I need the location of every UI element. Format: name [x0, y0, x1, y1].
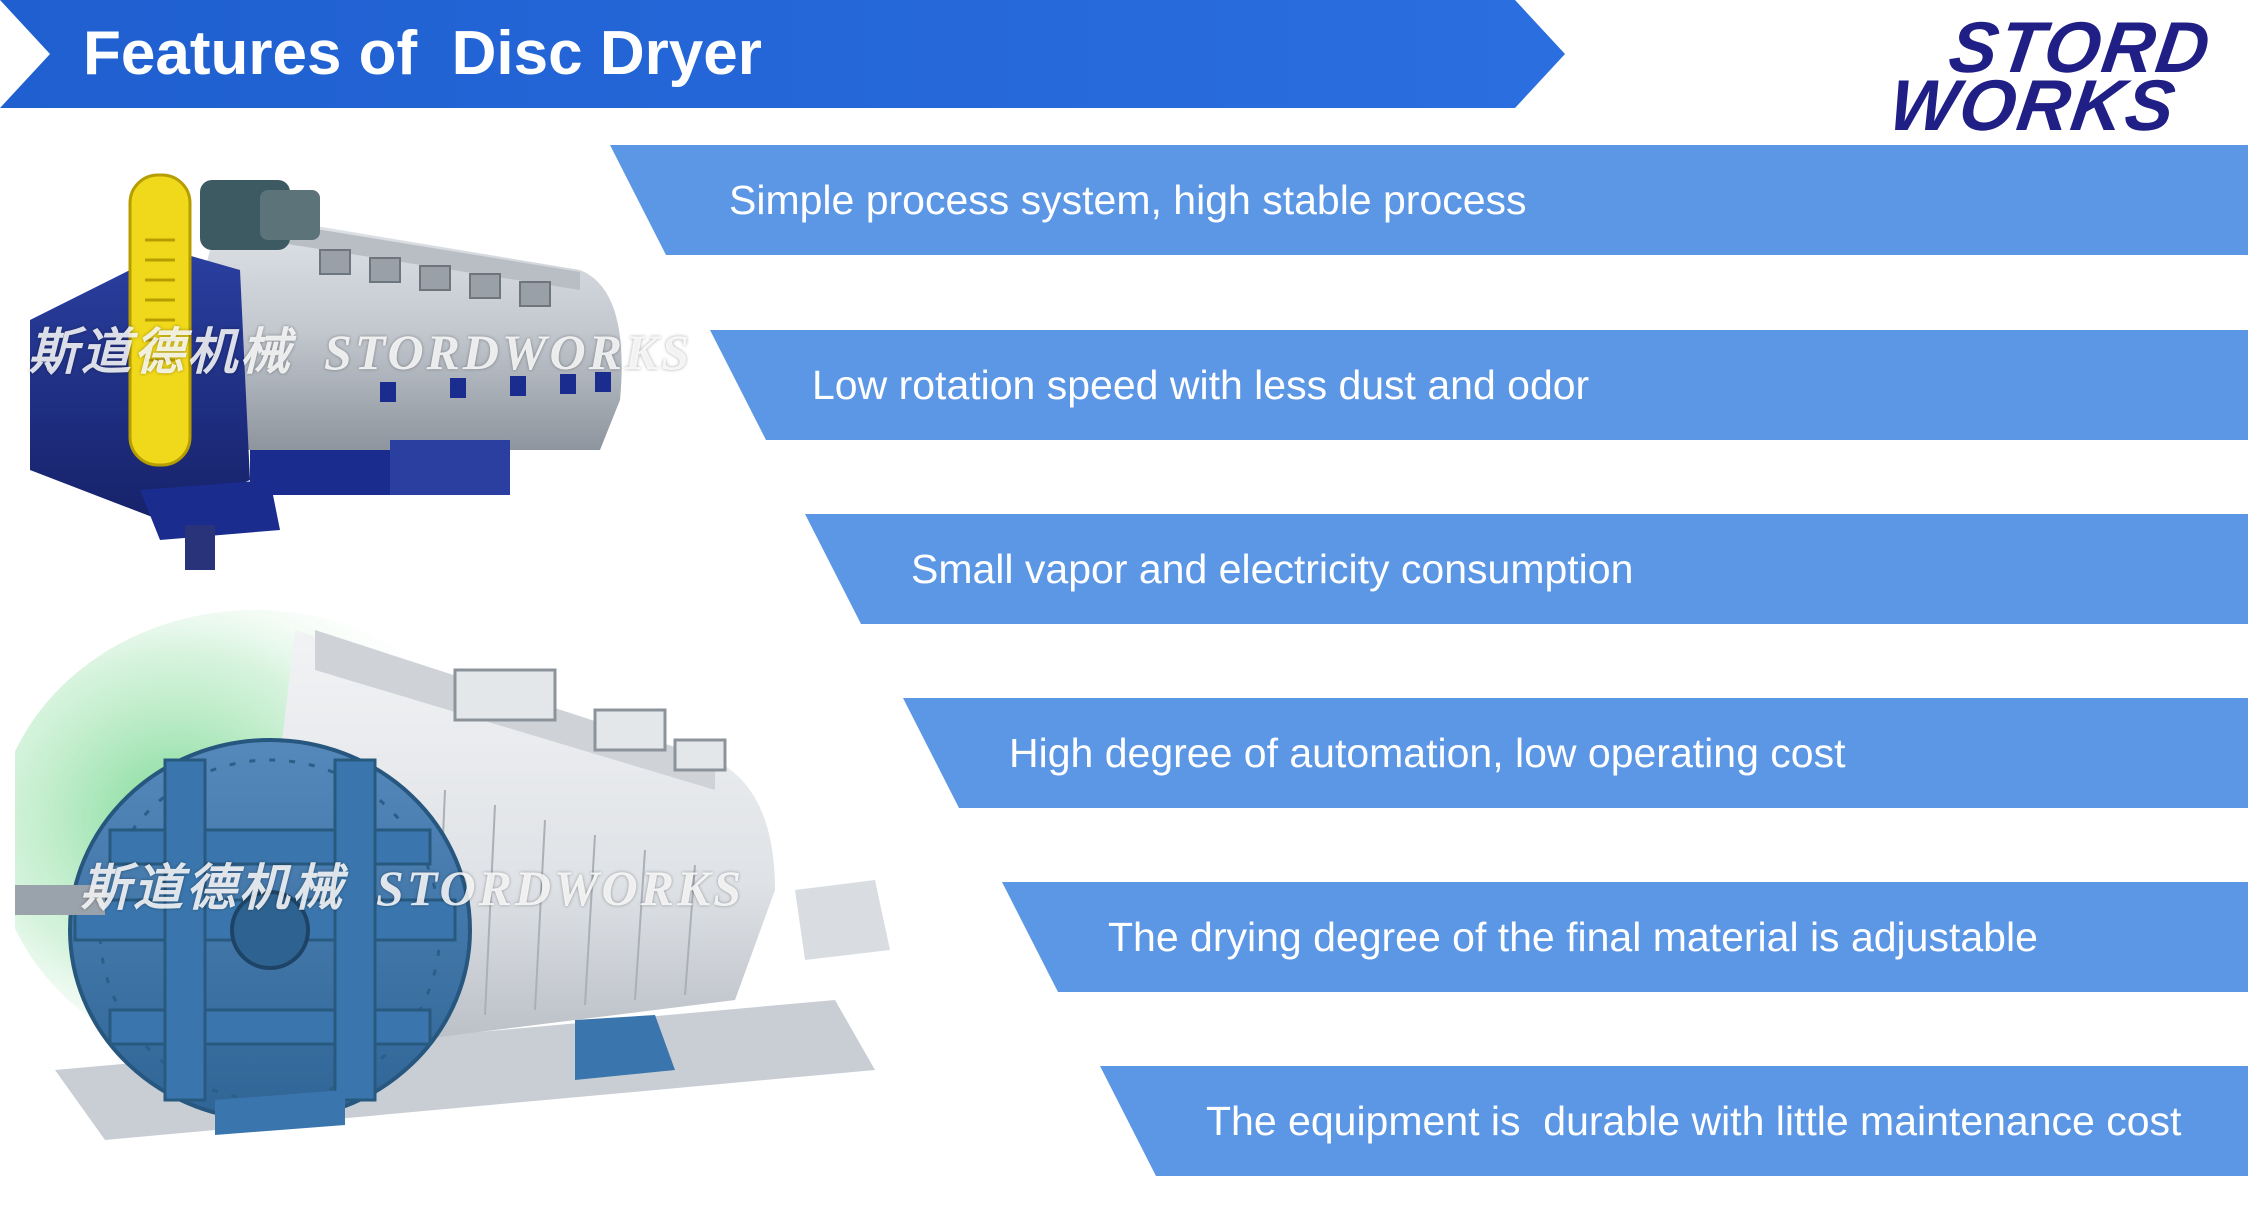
logo-line-2: WORKS — [1884, 66, 2182, 146]
page-title: Features of Disc Dryer — [83, 19, 762, 88]
feature-1: Simple process system, high stable proce… — [610, 145, 2248, 255]
feature-6-text: The equipment is durable with little mai… — [1206, 1098, 2182, 1144]
title-banner — [0, 0, 1565, 108]
stordworks-logo: STORD WORKS — [1884, 8, 2260, 146]
feature-5: The drying degree of the final material … — [1002, 882, 2248, 992]
feature-2-text: Low rotation speed with less dust and od… — [812, 362, 1590, 408]
feature-5-text: The drying degree of the final material … — [1108, 914, 2038, 960]
feature-4-text: High degree of automation, low operating… — [1009, 730, 1846, 776]
feature-4: High degree of automation, low operating… — [903, 698, 2248, 808]
disc-dryer-image-top — [30, 173, 622, 570]
watermark-top: 斯道德机械 STORDWORKS — [28, 324, 693, 380]
watermark-bottom: 斯道德机械 STORDWORKS — [80, 860, 745, 916]
feature-3: Small vapor and electricity consumption — [805, 514, 2248, 624]
feature-3-text: Small vapor and electricity consumption — [911, 546, 1634, 592]
feature-2: Low rotation speed with less dust and od… — [710, 330, 2248, 440]
feature-1-text: Simple process system, high stable proce… — [729, 177, 1527, 223]
disc-dryer-image-bottom — [15, 610, 890, 1140]
feature-6: The equipment is durable with little mai… — [1100, 1066, 2248, 1176]
